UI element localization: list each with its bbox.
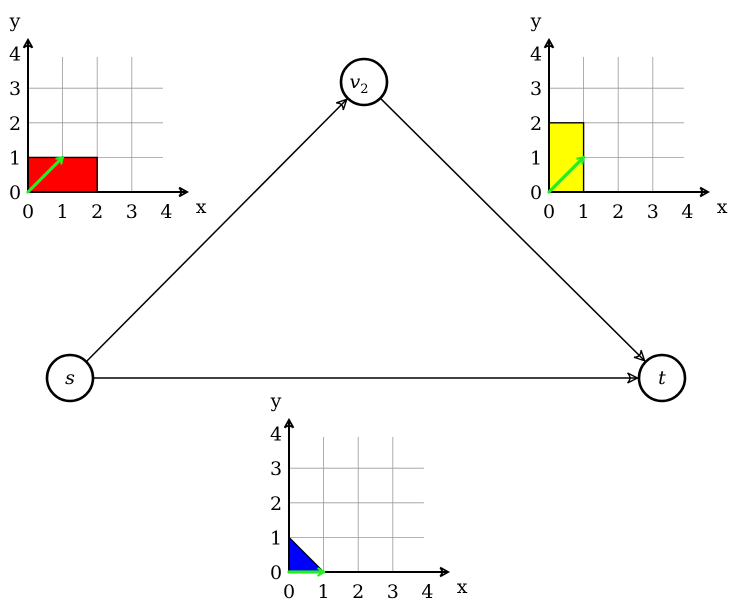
y-tick-label: 4 [530,44,542,66]
y-tick-label: 2 [270,493,282,515]
feasible-region-triangle [288,535,326,573]
y-axis-label: y [530,10,542,32]
x-tick-label: 0 [543,201,555,223]
node-t-label: t [658,367,666,389]
y-tick-label: 3 [9,78,21,100]
x-axis-label: x [457,576,468,598]
node-t-circle [637,353,687,403]
x-tick-label: 3 [647,201,659,223]
x-tick-label: 2 [612,201,624,223]
x-axis-label: x [196,196,207,218]
y-tick-label: 1 [270,527,282,549]
edge-s-v2 [86,99,347,362]
x-tick-label: 3 [126,201,138,223]
y-tick-label: 3 [530,78,542,100]
y-tick-label: 0 [530,182,542,204]
plot-grid [549,57,684,192]
plot-grid [289,437,424,572]
node-v2-label: v2 [349,71,368,97]
y-axis-label: y [9,10,21,32]
node-v2-circle [339,57,389,107]
y-tick-label: 2 [530,113,542,135]
y-tick-label: 2 [9,113,21,135]
x-tick-label: 4 [421,581,433,603]
direction-vector [547,155,586,194]
y-tick-label: 1 [9,147,21,169]
x-tick-label: 4 [160,201,172,223]
node-t: t [637,353,687,403]
y-tick-label: 0 [270,562,282,584]
direction-vector [26,155,65,194]
node-s-label: s [65,367,75,389]
x-tick-label: 1 [318,581,330,603]
edge-v2-t [380,98,645,361]
x-axis-label: x [717,196,728,218]
feasible-region-rectangle [548,122,585,193]
x-tick-label: 0 [283,581,295,603]
node-s-circle [45,353,95,403]
feasible-region-rectangle [27,156,98,193]
x-tick-label: 1 [57,201,69,223]
x-tick-label: 2 [91,201,103,223]
node-s: s [45,353,95,403]
y-tick-label: 1 [530,147,542,169]
x-tick-label: 0 [22,201,34,223]
node-v2: v2 [339,57,389,107]
y-tick-label: 3 [270,458,282,480]
y-tick-label: 4 [270,424,282,446]
y-axis-label: y [270,390,282,412]
x-tick-label: 1 [578,201,590,223]
y-tick-label: 0 [9,182,21,204]
x-tick-label: 4 [681,201,693,223]
edges-layer [86,98,645,378]
x-tick-label: 3 [387,581,399,603]
nodes-layer: s v2 t [45,57,687,403]
x-tick-label: 2 [352,581,364,603]
y-tick-label: 4 [9,44,21,66]
